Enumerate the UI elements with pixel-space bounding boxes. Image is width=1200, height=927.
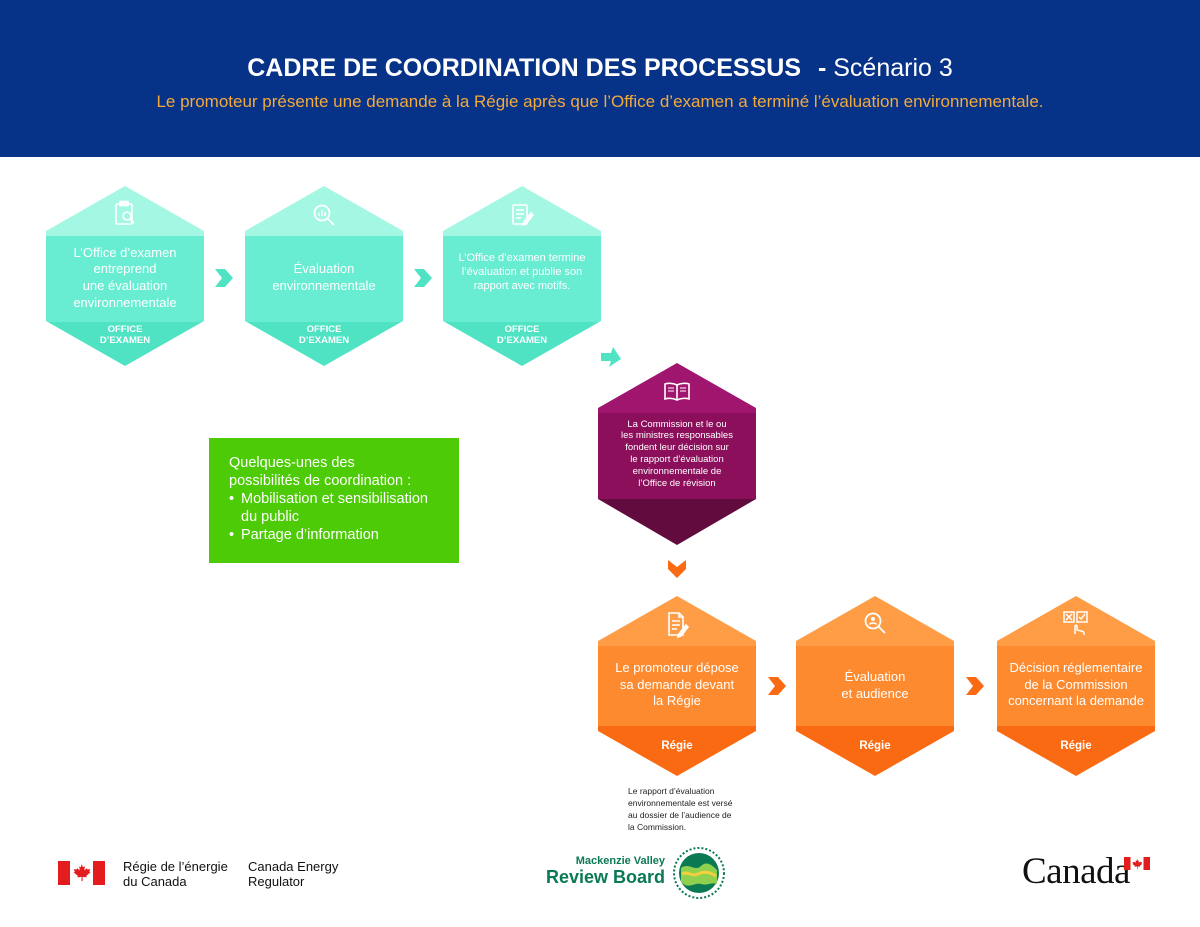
flow-arrow-right-icon bbox=[768, 677, 786, 695]
cer-name-line: Régie de l’énergie bbox=[123, 859, 228, 874]
cer-name-line: Canada Energy bbox=[248, 859, 339, 874]
step-text-line: La Commission et le ou bbox=[627, 418, 727, 430]
report-pencil-icon bbox=[443, 202, 601, 233]
step-text-line: la Régie bbox=[653, 693, 701, 709]
step-text-line: Évaluation bbox=[844, 669, 906, 685]
page-title: CADRE DE COORDINATION DES PROCESSUS - Sc… bbox=[0, 54, 1200, 83]
document-pencil-icon bbox=[598, 610, 756, 643]
step-owner-label: Régie bbox=[1060, 740, 1092, 752]
cer-name-fr: Régie de l’énergie du Canada bbox=[123, 859, 228, 889]
magnifier-person-icon bbox=[796, 610, 954, 641]
step-owner-label: D’EXAMEN bbox=[298, 335, 350, 346]
checklist-hand-icon bbox=[997, 610, 1155, 641]
mvrb-line2: Review Board bbox=[545, 867, 665, 887]
step-hexagon: L’Office d’examen entreprend une évaluat… bbox=[46, 186, 204, 366]
step-hexagon: Évaluation environnementale OFFICE D’EXA… bbox=[245, 186, 403, 366]
coordination-heading-line: possibilités de coordination : bbox=[229, 473, 412, 489]
step-text-line: L’Office d’examen termine bbox=[458, 251, 586, 264]
cer-name-en: Canada Energy Regulator bbox=[248, 859, 338, 889]
step-text-line: Le promoteur dépose bbox=[615, 660, 739, 676]
note-text: Le rapport d’évaluation environnementale… bbox=[628, 785, 748, 833]
step-text-line: environnementale bbox=[272, 278, 376, 293]
magnifier-chart-icon bbox=[245, 202, 403, 233]
note-line: au dossier de l’audience de bbox=[628, 810, 732, 820]
note-line: environnementale est versé bbox=[628, 798, 733, 808]
flow-arrow-down-icon bbox=[668, 560, 686, 578]
step-text-line: de la Commission bbox=[1024, 676, 1128, 692]
step-hexagon: Le promoteur dépose sa demande devant la… bbox=[598, 596, 756, 776]
step-owner-label: OFFICE bbox=[306, 324, 342, 335]
header-banner: CADRE DE COORDINATION DES PROCESSUS - Sc… bbox=[0, 0, 1200, 157]
title-main: CADRE DE COORDINATION DES PROCESSUS bbox=[247, 54, 801, 82]
step-text-line: L’Office d’examen bbox=[73, 244, 177, 260]
step-text-line: rapport avec motifs. bbox=[473, 280, 571, 293]
step-text-line: concernant la demande bbox=[1008, 693, 1144, 709]
step-text-line: sa demande devant bbox=[619, 676, 735, 692]
flow-arrow-down-right-icon bbox=[601, 347, 621, 367]
step-hexagon: L’Office d’examen termine l’évaluation e… bbox=[443, 186, 601, 366]
coordination-heading-line: Quelques-unes des bbox=[229, 455, 355, 471]
flow-arrow-right-icon bbox=[215, 269, 233, 287]
step-text-line: les ministres responsables bbox=[621, 430, 733, 442]
canada-flag-icon bbox=[58, 861, 105, 885]
cer-name-line: Regulator bbox=[248, 874, 305, 889]
title-scenario: Scénario 3 bbox=[833, 54, 953, 82]
coordination-item: Partage d’information bbox=[229, 526, 441, 544]
coordination-box: Quelques-unes des possibilités de coordi… bbox=[209, 438, 459, 563]
step-text-line: l’évaluation et publie son bbox=[461, 265, 583, 278]
mvrb-logo-text: Mackenzie Valley Review Board bbox=[540, 855, 665, 887]
note-line: Le rapport d’évaluation bbox=[628, 786, 715, 796]
step-text-line: Évaluation bbox=[293, 261, 355, 277]
step-hexagon: La Commission et le ou les ministres res… bbox=[598, 363, 756, 545]
step-owner-label: Régie bbox=[661, 740, 693, 752]
canada-wordmark: Canada bbox=[1022, 851, 1130, 892]
page-subtitle: Le promoteur présente une demande à la R… bbox=[156, 92, 1044, 111]
step-text-line: environnementale bbox=[73, 294, 177, 310]
step-text-line: et audience bbox=[841, 686, 909, 701]
step-text-line: l’Office de révision bbox=[638, 477, 716, 489]
step-owner-label: Régie bbox=[859, 740, 891, 752]
title-separator: - bbox=[817, 54, 827, 82]
step-text-line: Décision réglementaire bbox=[1009, 660, 1143, 676]
mvrb-emblem-icon bbox=[673, 847, 725, 899]
flow-arrow-right-icon bbox=[966, 677, 984, 695]
coordination-item: Mobilisation et sensibilisation du publi… bbox=[229, 490, 441, 526]
step-text-line: le rapport d’évaluation bbox=[630, 454, 724, 465]
step-text-line: environnementale de bbox=[632, 465, 722, 477]
cer-name-line: du Canada bbox=[123, 874, 187, 889]
step-owner-label: OFFICE bbox=[107, 324, 143, 335]
step-owner-label: OFFICE bbox=[504, 324, 540, 335]
step-text-line: une évaluation bbox=[82, 278, 168, 293]
step-text-line: entreprend bbox=[93, 261, 157, 277]
step-owner-label: D’EXAMEN bbox=[99, 335, 151, 346]
step-owner-label: D’EXAMEN bbox=[496, 335, 548, 346]
open-book-icon bbox=[598, 381, 756, 408]
flow-arrow-right-icon bbox=[414, 269, 432, 287]
mvrb-line1: Mackenzie Valley bbox=[575, 855, 665, 867]
step-hexagon: Décision réglementaire de la Commission … bbox=[997, 596, 1155, 776]
clipboard-icon bbox=[46, 200, 204, 233]
note-line: la Commission. bbox=[628, 822, 687, 832]
step-hexagon: Évaluation et audience Régie bbox=[796, 596, 954, 776]
canada-wordmark-flag-icon bbox=[1124, 857, 1150, 870]
step-text-line: fondent leur décision sur bbox=[625, 442, 729, 454]
coordination-list: Mobilisation et sensibilisation du publi… bbox=[229, 490, 441, 544]
